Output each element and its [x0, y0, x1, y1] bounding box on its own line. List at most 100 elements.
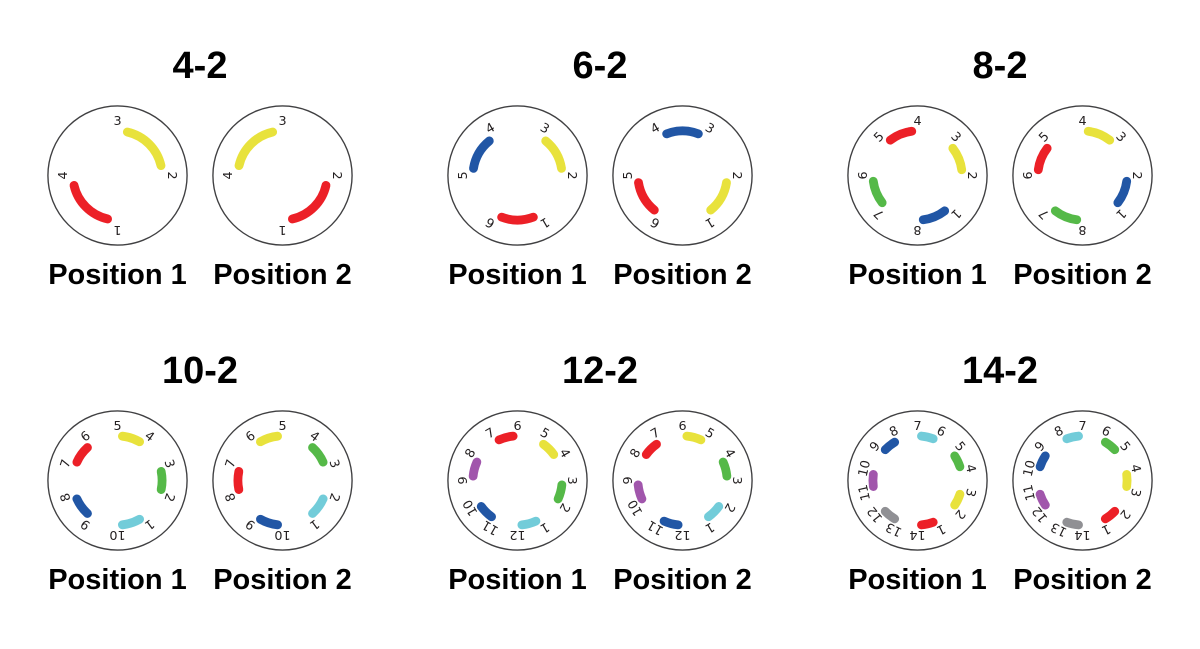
svg-text:2: 2 [564, 171, 579, 179]
svg-text:14: 14 [1074, 527, 1090, 542]
diagram-title: 12-2 [561, 350, 639, 392]
svg-text:3: 3 [113, 114, 121, 129]
svg-text:2: 2 [964, 171, 979, 179]
svg-text:4: 4 [913, 114, 921, 129]
svg-text:9: 9 [456, 476, 471, 484]
svg-text:3: 3 [1127, 487, 1143, 498]
svg-text:10: 10 [274, 527, 290, 542]
position-block: 1 2 3 4 Position 1 [44, 102, 191, 292]
position-label: Position 2 [213, 563, 352, 596]
svg-text:6: 6 [513, 419, 521, 434]
position-label: Position 2 [213, 258, 352, 291]
svg-text:4: 4 [56, 171, 71, 179]
svg-text:4: 4 [962, 463, 978, 474]
rotary-switch-face-position-1: 1 2 3 4 [47, 105, 188, 246]
diagram-title: 6-2 [572, 45, 628, 87]
position-label: Position 1 [48, 563, 187, 596]
position-pair: 1 2 3 4 Position 1 1 2 3 4 Position 2 [44, 102, 356, 292]
position-label: Position 2 [1013, 563, 1152, 596]
diagram-title: 4-2 [172, 45, 228, 87]
rotary-switch-face-position-2: 1 2 3 4 [212, 105, 353, 246]
svg-text:6: 6 [678, 419, 686, 434]
svg-text:12: 12 [509, 527, 525, 542]
svg-text:3: 3 [962, 487, 978, 498]
svg-text:10: 10 [625, 496, 646, 518]
svg-text:2: 2 [729, 171, 744, 179]
diagram-title: 10-2 [161, 350, 239, 392]
svg-text:7: 7 [913, 419, 921, 434]
svg-text:3: 3 [729, 476, 744, 484]
diagram-group-4-2: 4-2 1 2 3 4 Position 1 1 2 3 4 Position 2 [0, 0, 400, 325]
position-label: Position 2 [1013, 258, 1152, 291]
position-label: Position 1 [448, 563, 587, 596]
svg-text:3: 3 [278, 114, 286, 129]
diagram-title: 8-2 [972, 45, 1028, 87]
svg-text:2: 2 [329, 171, 344, 179]
diagram-title: 14-2 [961, 350, 1039, 392]
position-label: Position 2 [613, 258, 752, 291]
position-label: Position 1 [448, 258, 587, 291]
position-label: Position 1 [48, 258, 187, 291]
svg-text:1: 1 [278, 222, 286, 237]
position-label: Position 2 [613, 563, 752, 596]
svg-text:1: 1 [113, 222, 121, 237]
svg-text:13: 13 [884, 519, 905, 540]
svg-text:6: 6 [856, 171, 871, 179]
position-label: Position 1 [848, 258, 987, 291]
svg-text:9: 9 [621, 476, 636, 484]
svg-text:4: 4 [221, 171, 236, 179]
svg-text:3: 3 [564, 476, 579, 484]
svg-text:11: 11 [856, 483, 874, 502]
svg-text:10: 10 [460, 496, 481, 518]
svg-text:4: 4 [1127, 463, 1143, 474]
svg-text:5: 5 [113, 419, 121, 434]
svg-text:13: 13 [1049, 519, 1070, 540]
svg-text:2: 2 [164, 171, 179, 179]
svg-text:10: 10 [856, 459, 874, 478]
svg-text:12: 12 [674, 527, 690, 542]
svg-text:11: 11 [480, 516, 502, 537]
svg-text:5: 5 [621, 171, 636, 179]
svg-text:10: 10 [109, 527, 125, 542]
svg-text:2: 2 [1129, 171, 1144, 179]
svg-text:8: 8 [1078, 222, 1086, 237]
svg-text:14: 14 [909, 527, 925, 542]
svg-text:5: 5 [456, 171, 471, 179]
svg-text:11: 11 [1021, 483, 1039, 502]
svg-text:8: 8 [913, 222, 921, 237]
svg-text:6: 6 [1021, 171, 1036, 179]
svg-text:4: 4 [1078, 114, 1086, 129]
svg-text:7: 7 [1078, 419, 1086, 434]
svg-text:5: 5 [278, 419, 286, 434]
